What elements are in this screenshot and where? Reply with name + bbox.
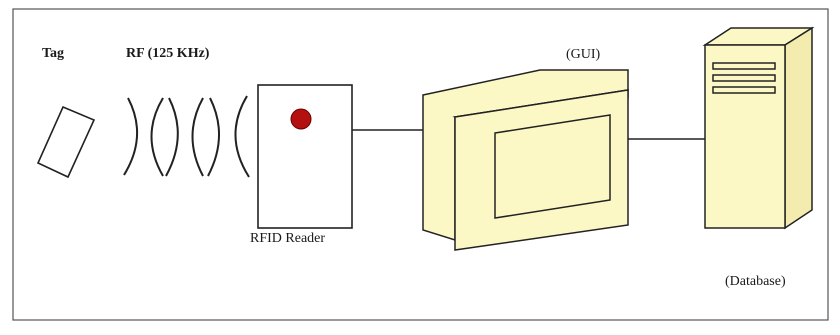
tag-label: Tag [42,46,64,61]
reader-indicator-light [291,109,311,129]
gui-label: (GUI) [566,47,601,62]
gui-monitor-icon [423,70,628,250]
rfid-reader-label: RFID Reader [250,231,325,246]
rf-label: RF (125 KHz) [126,46,210,61]
server-drive-bay [713,75,775,81]
database-label: (Database) [725,274,786,289]
server-drive-bay [713,87,775,93]
gui-screen [495,115,610,218]
rfid-reader-icon [258,85,352,228]
server-drive-bay [713,63,775,69]
database-server-icon [705,28,812,228]
